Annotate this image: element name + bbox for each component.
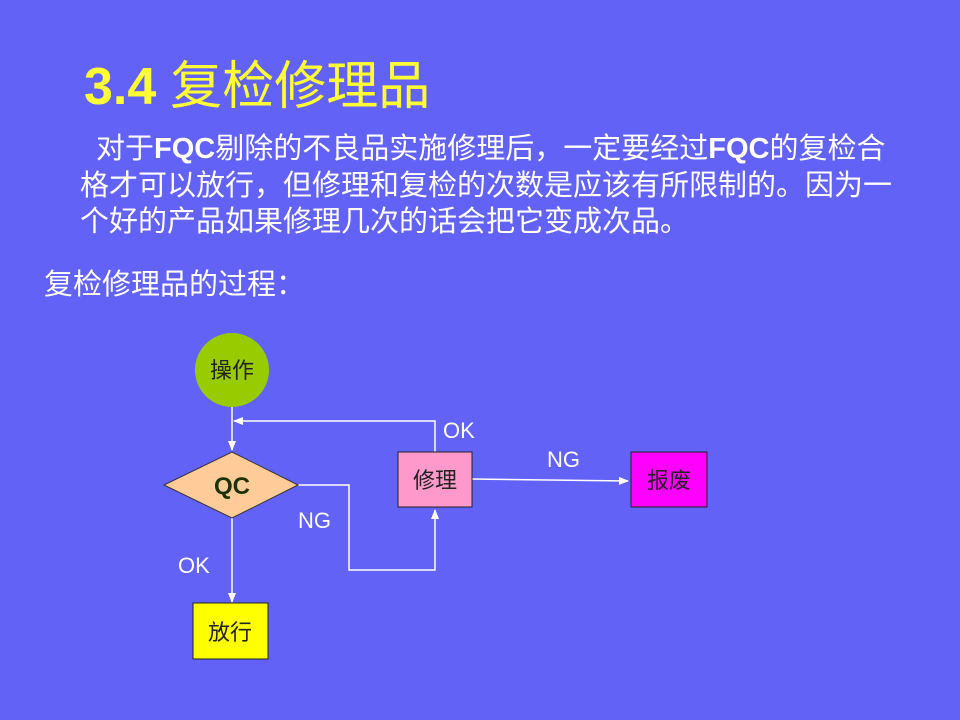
label-repair-ng: NG	[547, 447, 580, 472]
para-fqc-1: FQC	[154, 133, 216, 165]
node-qc: QC	[162, 451, 300, 519]
para-text-2: 剔除的不良品实施修理后，一定要经过	[215, 131, 709, 165]
para-text-3: 的复检合格才可以放行，但修理和复检的次数是应该有所限制的。因为一个好的产品如果修…	[80, 131, 893, 238]
process-subtitle: 复检修理品的过程：	[44, 267, 306, 301]
node-operate: 操作	[195, 333, 269, 407]
svg-text:操作: 操作	[210, 359, 254, 384]
node-release: 放行	[192, 602, 269, 660]
label-repair-ok: OK	[443, 418, 475, 443]
section-number: 3.4	[84, 58, 157, 116]
label-qc-ok: OK	[178, 553, 210, 578]
flow-connectors	[228, 405, 629, 603]
svg-text:放行: 放行	[208, 621, 252, 646]
para-text-1: 对于	[96, 131, 155, 165]
node-repair: 修理	[397, 451, 473, 508]
section-title: 复检修理品	[170, 57, 431, 117]
svg-text:修理: 修理	[413, 469, 457, 494]
svg-text:QC: QC	[214, 473, 250, 500]
svg-text:报废: 报废	[647, 469, 691, 494]
description-paragraph: 对于FQC剔除的不良品实施修理后，一定要经过FQC的复检合格才可以放行，但修理和…	[80, 130, 910, 239]
para-fqc-2: FQC	[708, 133, 770, 165]
node-scrap: 报废	[630, 451, 708, 508]
label-qc-ng: NG	[298, 508, 331, 533]
